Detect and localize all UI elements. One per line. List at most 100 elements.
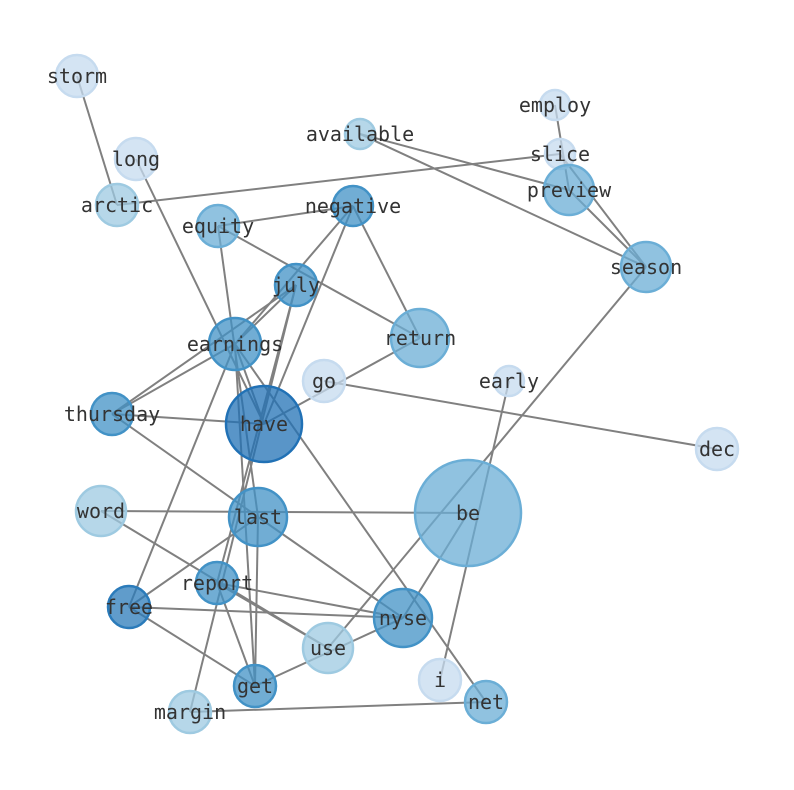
node-label-thursday: thursday bbox=[64, 402, 160, 426]
node-label-earnings: earnings bbox=[187, 332, 283, 356]
node-label-arctic: arctic bbox=[81, 193, 153, 217]
node-nyse: nyse bbox=[372, 587, 434, 649]
node-circle-earnings bbox=[207, 316, 263, 372]
node-slice: slice bbox=[530, 137, 590, 171]
edge-margin-net bbox=[189, 701, 487, 713]
node-earnings: earnings bbox=[187, 316, 283, 372]
node-circle-july bbox=[273, 262, 319, 308]
node-label-free: free bbox=[105, 595, 153, 619]
edge-arctic-slice bbox=[116, 153, 561, 206]
node-storm: storm bbox=[47, 53, 107, 99]
node-label-slice: slice bbox=[530, 142, 590, 166]
node-preview: preview bbox=[527, 163, 612, 217]
node-label-long: long bbox=[112, 147, 160, 171]
node-label-storm: storm bbox=[47, 64, 107, 88]
node-word: word bbox=[74, 484, 128, 538]
node-label-i: i bbox=[434, 668, 446, 692]
edge-equity-return bbox=[217, 225, 421, 339]
node-label-last: last bbox=[234, 505, 282, 529]
edge-season-use bbox=[327, 266, 647, 649]
node-circle-return bbox=[389, 307, 451, 369]
node-negative: negative bbox=[305, 184, 401, 228]
edge-earnings-free bbox=[128, 343, 236, 608]
node-available: available bbox=[306, 117, 414, 151]
node-circle-arctic bbox=[94, 182, 140, 228]
edge-report-nyse bbox=[216, 582, 404, 619]
node-circle-season bbox=[619, 240, 673, 294]
node-free: free bbox=[105, 584, 153, 630]
node-thursday: thursday bbox=[64, 391, 160, 437]
node-early: early bbox=[479, 364, 539, 398]
node-label-nyse: nyse bbox=[379, 606, 427, 630]
node-circle-i bbox=[417, 657, 463, 703]
node-circle-be bbox=[413, 458, 523, 568]
node-circle-dec bbox=[694, 426, 740, 472]
edge-available-season bbox=[359, 133, 647, 268]
node-net: net bbox=[463, 679, 509, 725]
node-get: get bbox=[232, 663, 278, 709]
node-label-net: net bbox=[468, 690, 504, 714]
node-label-early: early bbox=[479, 369, 539, 393]
node-circle-have bbox=[224, 384, 304, 464]
node-label-preview: preview bbox=[527, 178, 612, 202]
node-long: long bbox=[112, 136, 160, 182]
node-label-be: be bbox=[456, 501, 480, 525]
edge-long-have bbox=[135, 158, 265, 425]
node-label-go: go bbox=[312, 369, 336, 393]
node-be: be bbox=[413, 458, 523, 568]
node-july: july bbox=[272, 262, 320, 308]
node-circle-thursday bbox=[89, 391, 135, 437]
node-circle-early bbox=[492, 364, 526, 398]
node-circle-last bbox=[227, 486, 289, 548]
node-return: return bbox=[384, 307, 456, 369]
node-circle-nyse bbox=[372, 587, 434, 649]
node-i: i bbox=[417, 657, 463, 703]
node-label-dec: dec bbox=[699, 437, 735, 461]
node-label-have: have bbox=[240, 412, 288, 436]
node-label-july: july bbox=[272, 273, 320, 297]
node-arctic: arctic bbox=[81, 182, 153, 228]
node-label-margin: margin bbox=[154, 700, 226, 724]
node-go: go bbox=[301, 358, 347, 404]
node-circle-use bbox=[301, 621, 355, 675]
edge-july-thursday bbox=[111, 284, 297, 415]
node-report: report bbox=[181, 560, 253, 606]
node-margin: margin bbox=[154, 689, 226, 735]
node-circle-free bbox=[106, 584, 152, 630]
node-label-use: use bbox=[310, 636, 346, 660]
node-label-word: word bbox=[77, 499, 125, 523]
node-circle-negative bbox=[331, 184, 375, 228]
node-dec: dec bbox=[694, 426, 740, 472]
node-circle-equity bbox=[195, 203, 241, 249]
node-label-return: return bbox=[384, 326, 456, 350]
node-label-equity: equity bbox=[182, 214, 254, 238]
edge-free-nyse bbox=[128, 606, 404, 619]
edge-negative-equity bbox=[217, 205, 354, 227]
node-label-negative: negative bbox=[305, 194, 401, 218]
node-last: last bbox=[227, 486, 289, 548]
node-circle-word bbox=[74, 484, 128, 538]
node-circle-margin bbox=[167, 689, 213, 735]
node-circle-preview bbox=[542, 163, 596, 217]
edge-available-preview bbox=[359, 133, 570, 191]
node-circle-go bbox=[301, 358, 347, 404]
node-circle-long bbox=[113, 136, 159, 182]
node-circle-net bbox=[463, 679, 509, 725]
node-circle-storm bbox=[54, 53, 100, 99]
node-layer: storm employ available long slice preview arct… bbox=[47, 53, 740, 735]
node-employ: employ bbox=[519, 88, 591, 122]
node-label-report: report bbox=[181, 571, 253, 595]
node-circle-get bbox=[232, 663, 278, 709]
node-use: use bbox=[301, 621, 355, 675]
node-label-season: season bbox=[610, 255, 682, 279]
edge-free-get bbox=[128, 606, 256, 687]
node-have: have bbox=[224, 384, 304, 464]
edge-go-dec bbox=[323, 380, 718, 450]
edge-storm-arctic bbox=[76, 75, 118, 206]
node-label-get: get bbox=[237, 674, 273, 698]
node-circle-employ bbox=[538, 88, 572, 122]
node-equity: equity bbox=[182, 203, 254, 249]
node-label-available: available bbox=[306, 122, 414, 146]
node-circle-available bbox=[343, 117, 377, 151]
